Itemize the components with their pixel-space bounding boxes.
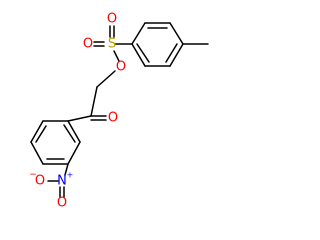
sulfur-label: S bbox=[108, 37, 116, 52]
nitro-nitrogen-label: N bbox=[57, 174, 67, 189]
bond bbox=[169, 22, 184, 45]
bond bbox=[90, 86, 98, 117]
bond bbox=[169, 43, 184, 67]
bond bbox=[35, 125, 47, 143]
ester-oxygen-label: O bbox=[116, 60, 126, 75]
ketone-oxygen-label: O bbox=[108, 111, 118, 126]
sulfonyl-oxygen-label: O bbox=[83, 37, 93, 52]
nitro-nitrogen-charge: + bbox=[67, 171, 74, 180]
bond bbox=[96, 70, 116, 88]
bond bbox=[30, 141, 44, 165]
bond bbox=[64, 163, 69, 176]
bonds bbox=[30, 22, 209, 198]
bond bbox=[131, 43, 146, 67]
bond bbox=[67, 141, 81, 165]
structure-diagram: O O S O O N + O − O bbox=[29, 12, 209, 210]
bond bbox=[136, 43, 150, 63]
bond bbox=[63, 124, 76, 143]
bond bbox=[131, 22, 146, 45]
nitro-oxygen-charge: − bbox=[29, 170, 37, 180]
sulfonyl-oxygen-label: O bbox=[107, 12, 117, 27]
bond bbox=[165, 43, 178, 63]
atom-labels: O O S O O N + O − O bbox=[29, 12, 126, 210]
bond bbox=[30, 120, 44, 143]
bond bbox=[67, 120, 81, 143]
bond bbox=[67, 115, 92, 122]
bond bbox=[113, 50, 120, 62]
nitro-oxygen-label: O bbox=[57, 196, 67, 210]
nitro-oxygen-label: O bbox=[35, 174, 45, 189]
